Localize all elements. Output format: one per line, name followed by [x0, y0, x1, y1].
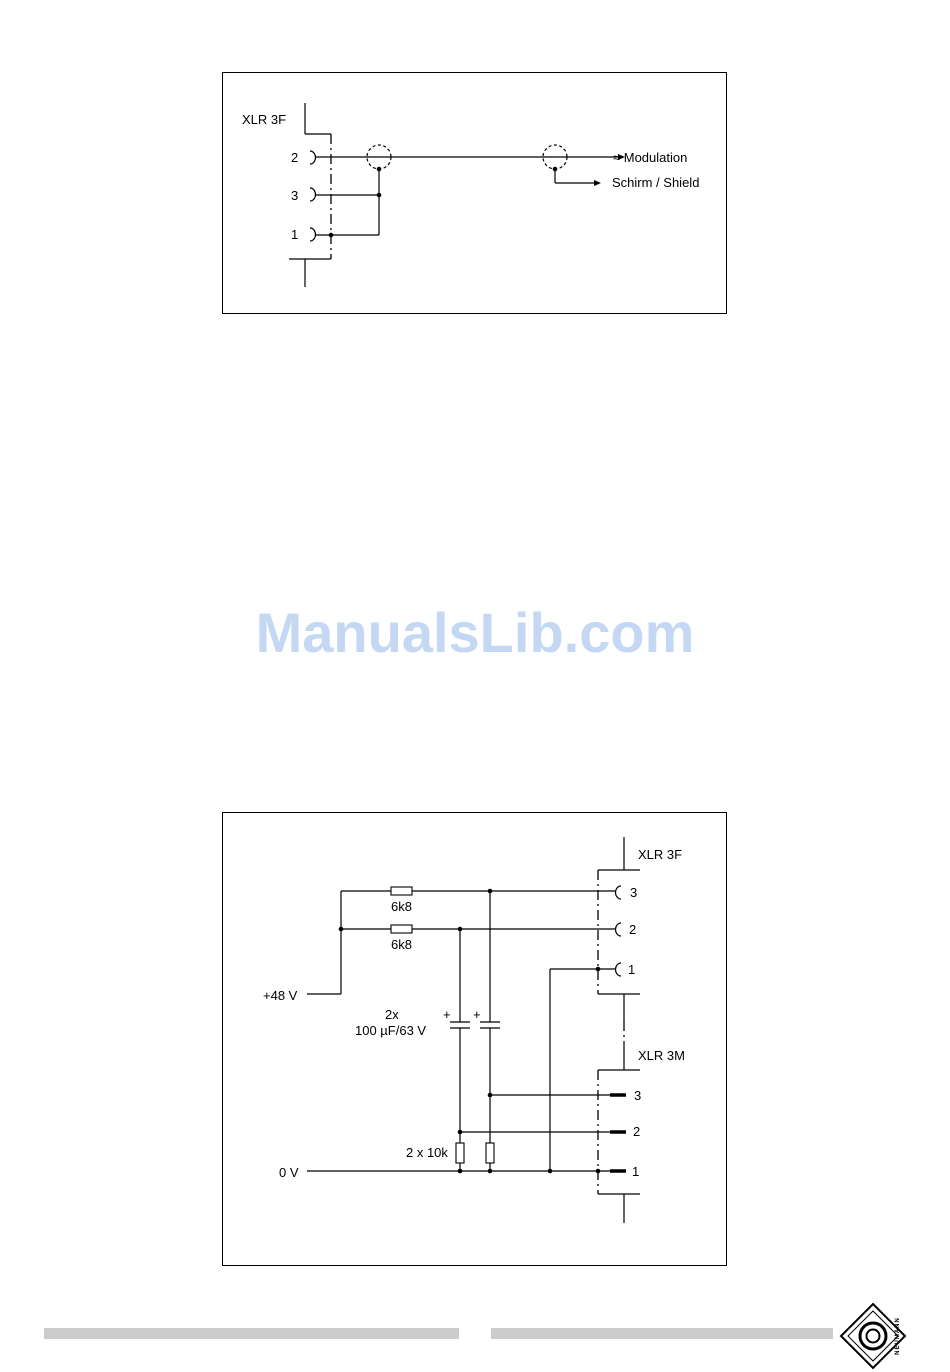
- bottom-pin-1-label: 1: [632, 1164, 639, 1179]
- pin-3-label: 3: [291, 188, 298, 203]
- socket-contact-icon: [616, 923, 622, 936]
- pin-1-label: 1: [291, 227, 298, 242]
- resistor-pair-label: 2 x 10k: [406, 1145, 448, 1160]
- junction-dot: [596, 967, 601, 972]
- capacitor-value-label: 100 µF/63 V: [355, 1023, 426, 1038]
- capacitor-plus-1: +: [443, 1007, 451, 1022]
- resistor-icon: [486, 1143, 494, 1163]
- junction-dot: [596, 1169, 601, 1174]
- connector-top-label: XLR 3F: [638, 847, 682, 862]
- socket-contact-icon: [310, 188, 316, 201]
- output-wiring-schematic: XLR 3F 2 ≈ Modulation 3 1 Schirm / Shiel…: [223, 73, 728, 315]
- output-shield-label: Schirm / Shield: [612, 175, 699, 190]
- socket-contact-icon: [616, 963, 622, 976]
- junction-dot: [377, 193, 382, 198]
- capacitor-count-label: 2x: [385, 1007, 399, 1022]
- pin-2-label: 2: [291, 150, 298, 165]
- arrow-head-icon: [594, 180, 601, 186]
- connector-label: XLR 3F: [242, 112, 286, 127]
- capacitor-plus-2: +: [473, 1007, 481, 1022]
- resistor-1-label: 6k8: [391, 899, 412, 914]
- top-pin-1-label: 1: [628, 962, 635, 977]
- footer-bar-left: [44, 1328, 459, 1339]
- output-wiring-diagram: XLR 3F 2 ≈ Modulation 3 1 Schirm / Shiel…: [222, 72, 727, 314]
- resistor-icon: [391, 925, 412, 933]
- bottom-pin-2-label: 2: [633, 1124, 640, 1139]
- junction-dot: [329, 233, 334, 238]
- top-pin-3-label: 3: [630, 885, 637, 900]
- supply-label: +48 V: [263, 988, 298, 1003]
- neumann-diamond-logo-icon: NEUMANN: [839, 1302, 907, 1370]
- resistor-icon: [391, 887, 412, 895]
- ground-label: 0 V: [279, 1165, 299, 1180]
- socket-contact-icon: [310, 228, 316, 241]
- bottom-pin-3-label: 3: [634, 1088, 641, 1103]
- socket-contact-icon: [310, 151, 316, 164]
- socket-contact-icon: [616, 886, 622, 899]
- watermark: ManualsLib.com: [0, 600, 950, 665]
- output-modulation-label: ≈ Modulation: [613, 150, 687, 165]
- phantom-power-diagram: XLR 3F XLR 3M 3 2 1 3 2 1 +48 V 6k8: [222, 812, 727, 1266]
- connector-bottom-label: XLR 3M: [638, 1048, 685, 1063]
- footer-bar-right: [491, 1328, 833, 1339]
- resistor-2-label: 6k8: [391, 937, 412, 952]
- junction-dot: [548, 1169, 553, 1174]
- top-pin-2-label: 2: [629, 922, 636, 937]
- resistor-icon: [456, 1143, 464, 1163]
- phantom-power-schematic: XLR 3F XLR 3M 3 2 1 3 2 1 +48 V 6k8: [223, 813, 728, 1267]
- logo-text: NEUMANN: [895, 1317, 901, 1355]
